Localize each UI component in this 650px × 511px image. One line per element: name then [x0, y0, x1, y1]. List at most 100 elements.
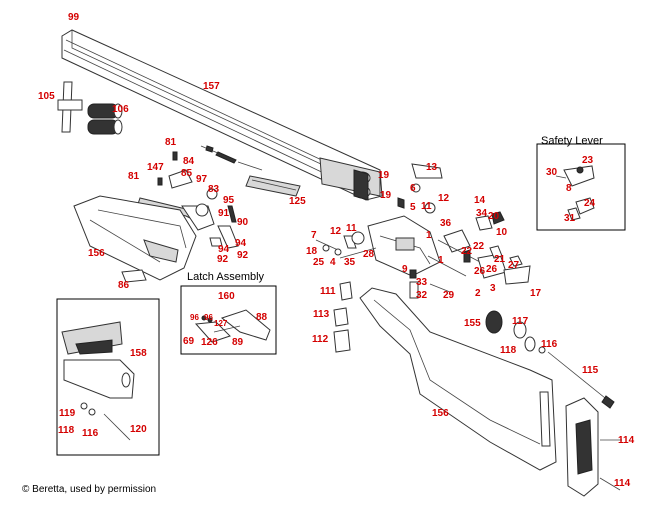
part-label: 94: [235, 238, 247, 249]
part-label: 119: [59, 408, 76, 419]
forend-iron: [137, 188, 218, 231]
part-label: 96: [190, 313, 199, 322]
forend-latch-small-parts: [157, 145, 263, 189]
part-label: 9: [402, 264, 408, 275]
part-label: 24: [584, 198, 596, 209]
trigger-group-parts: [463, 211, 531, 285]
part-label: 13: [426, 162, 438, 173]
stock-bolt: [547, 351, 611, 403]
part-label: 28: [363, 249, 375, 260]
part-label: 114: [614, 478, 631, 489]
safety-lever-title: Safety Lever: [541, 135, 603, 147]
part-label: 118: [500, 345, 517, 356]
latch-assembly-inset: [180, 285, 277, 355]
part-label: 25: [313, 257, 325, 268]
part-label: 4: [330, 257, 336, 268]
buttstock: [359, 287, 557, 471]
part-label: 92: [217, 254, 229, 265]
part-label: 92: [237, 250, 249, 261]
part-label: 117: [512, 316, 529, 327]
part-label: 1: [438, 255, 444, 266]
part-label: 18: [306, 246, 318, 257]
part-label: 118: [58, 425, 75, 436]
forend: [73, 195, 197, 281]
part-label: 158: [130, 348, 147, 359]
receiver: [367, 163, 481, 277]
part-label: 105: [38, 91, 55, 102]
part-label: 156: [432, 408, 449, 419]
part-label: 96: [204, 313, 213, 322]
part-label: 2: [475, 288, 481, 299]
barrel-assembly: [61, 29, 383, 201]
part-label: 21: [494, 254, 506, 265]
forend-lever-parts: [209, 205, 239, 249]
part-label: 20: [488, 211, 500, 222]
safety-lever-inset: [536, 143, 626, 231]
part-label: 1: [426, 230, 432, 241]
part-label: 84: [183, 156, 195, 167]
part-label: 125: [289, 196, 306, 207]
buttstock-bolt-parts: [333, 281, 353, 353]
part-label: 91: [218, 208, 230, 219]
firing-pin-parts: [315, 231, 451, 299]
part-label: 27: [508, 260, 520, 271]
part-label: 10: [496, 227, 508, 238]
part-label: 30: [546, 167, 558, 178]
choke-tubes: [87, 103, 123, 135]
part-label: 34: [476, 208, 488, 219]
stock-bolt-inset-parts: [61, 321, 135, 441]
part-label: 88: [256, 312, 268, 323]
part-label: 89: [232, 337, 244, 348]
part-label: 22: [473, 241, 485, 252]
latch-assembly-title: Latch Assembly: [187, 271, 265, 283]
part-label: 36: [440, 218, 452, 229]
part-label: 116: [541, 339, 558, 350]
copyright-credit: © Beretta, used by permission: [22, 484, 156, 495]
part-label: 19: [380, 190, 392, 201]
part-label: 90: [237, 217, 249, 228]
part-label: 156: [88, 248, 105, 259]
part-label: 116: [82, 428, 99, 439]
part-label: 5: [410, 202, 416, 213]
part-label: 106: [112, 104, 129, 115]
part-label: 113: [313, 309, 330, 320]
part-label: 155: [464, 318, 481, 329]
part-label: 86: [118, 280, 130, 291]
part-label: 14: [474, 195, 486, 206]
part-label: 12: [438, 193, 450, 204]
part-label: 126: [201, 337, 218, 348]
part-label: 85: [181, 168, 193, 179]
part-label: 8: [566, 183, 572, 194]
part-label: 22: [461, 246, 473, 257]
part-label: 94: [218, 244, 230, 255]
part-label: 111: [320, 286, 336, 297]
part-label: 31: [564, 213, 576, 224]
part-label: 99: [68, 12, 80, 23]
part-label: 19: [378, 170, 390, 181]
part-label: 157: [203, 81, 220, 92]
part-number-labels: 99 157 105 106 81 84 85 97 147 81 83 95 …: [38, 12, 635, 489]
part-label: 29: [443, 290, 455, 301]
part-label: 11: [346, 223, 357, 234]
stock-hardware: [485, 310, 546, 354]
safety-lever-parts: [555, 165, 595, 221]
part-label: 147: [147, 162, 164, 173]
part-label: 26: [486, 264, 498, 275]
latch-assembly-parts: [194, 309, 271, 343]
part-label: 83: [208, 184, 220, 195]
part-label: 32: [416, 290, 428, 301]
part-label: 97: [196, 174, 208, 185]
part-label: 33: [416, 277, 428, 288]
part-label: 3: [490, 283, 496, 294]
stock-bolt-inset: [56, 298, 160, 456]
part-label: 12: [330, 226, 342, 237]
part-label: 115: [582, 365, 599, 376]
part-label: 95: [223, 195, 235, 206]
part-label: 112: [312, 334, 329, 345]
part-label: 17: [530, 288, 542, 299]
part-label: 81: [165, 137, 177, 148]
part-label: 23: [582, 155, 594, 166]
recoil-pad: [565, 397, 622, 497]
